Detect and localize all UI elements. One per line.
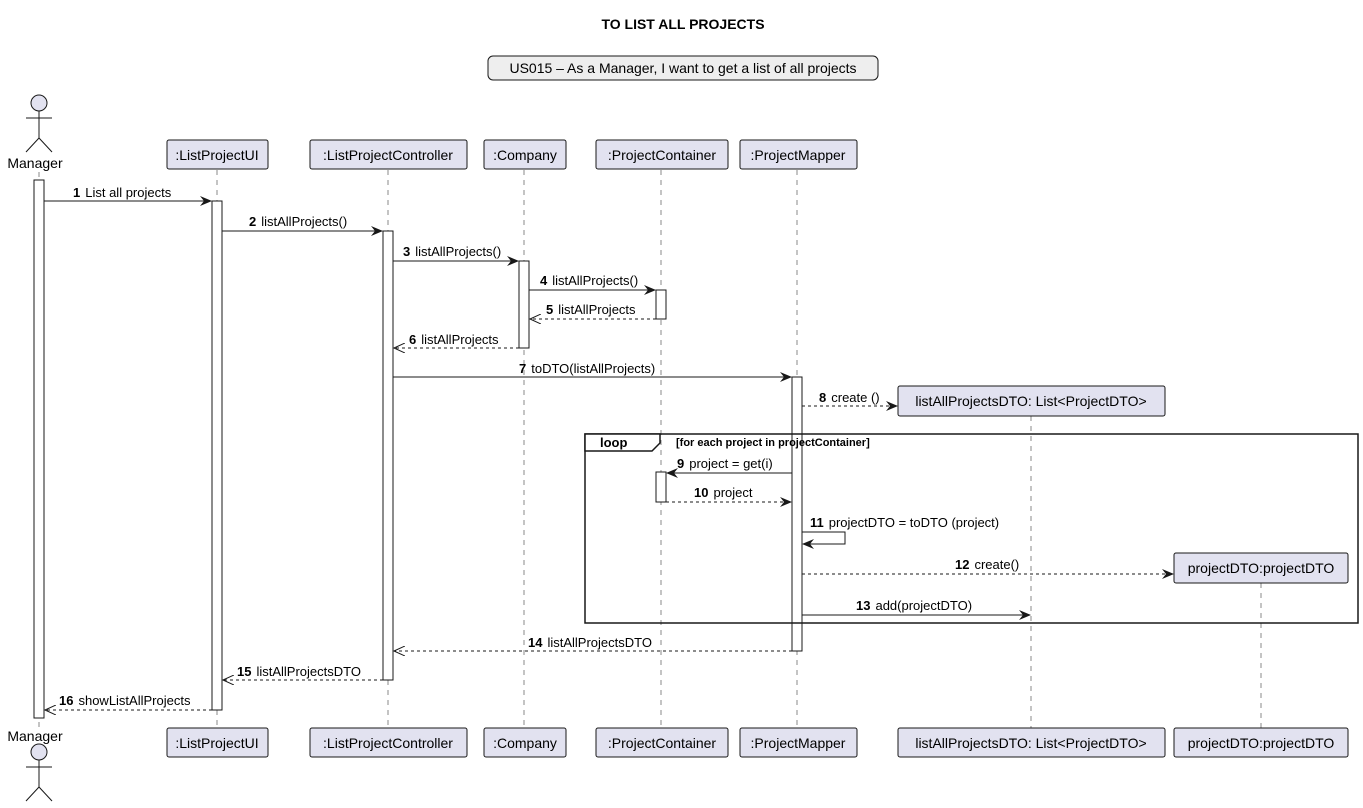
participant-label: projectDTO:projectDTO	[1188, 735, 1335, 751]
activation-projectmapper	[791, 376, 803, 652]
participant-box-listallprojectsdto	[897, 385, 1166, 417]
participant-box-listprojectui-bottom	[166, 727, 269, 758]
loop-keyword: loop	[600, 435, 627, 450]
note-box	[487, 55, 879, 81]
participant-label: :ProjectContainer	[608, 735, 717, 751]
activation-company	[518, 260, 530, 349]
actor-head-icon	[30, 94, 48, 112]
activation-listprojectcontroller	[382, 230, 394, 681]
participant-box-projectmapper-bottom	[739, 727, 858, 758]
activation-listprojectui	[211, 200, 223, 711]
actor-figure-top	[25, 94, 53, 153]
participant-label: listAllProjectsDTO: List<ProjectDTO>	[915, 735, 1146, 751]
actor-head-icon	[30, 743, 48, 761]
participant-box-listprojectcontroller-bottom	[309, 727, 468, 758]
message-arrow	[802, 531, 846, 549]
participant-box-projectcontainer	[595, 139, 729, 170]
participant-label: :ListProjectController	[323, 735, 453, 751]
participant-box-listprojectui	[166, 139, 269, 170]
diagram-title: TO LIST ALL PROJECTS	[601, 16, 764, 32]
participant-label: :Company	[493, 147, 557, 163]
participant-box-listallprojectsdto-bottom	[897, 727, 1166, 758]
actor-figure-bottom	[25, 743, 53, 802]
participant-label: :ProjectMapper	[751, 147, 846, 163]
activation-manager	[33, 179, 45, 719]
participant-box-company-bottom	[483, 727, 567, 758]
participant-box-listprojectcontroller	[309, 139, 468, 170]
participant-box-projectdto	[1173, 552, 1349, 584]
activations	[33, 179, 803, 719]
actor-label-bottom: Manager	[7, 728, 63, 744]
participant-box-projectmapper	[739, 139, 858, 170]
actor-label-top: Manager	[7, 155, 63, 171]
loop-frame	[584, 433, 1359, 624]
loop-tab	[584, 433, 661, 452]
note-text: US015 – As a Manager, I want to get a li…	[509, 60, 856, 76]
loop-guard: [for each project in projectContainer]	[676, 437, 870, 449]
participant-label: :Company	[493, 735, 557, 751]
participant-box-company	[483, 139, 567, 170]
participant-label: :ProjectMapper	[751, 735, 846, 751]
activation-projectcontainer-2	[655, 471, 667, 503]
participant-label: listAllProjectsDTO: List<ProjectDTO>	[915, 393, 1146, 409]
participant-label: projectDTO:projectDTO	[1188, 560, 1335, 576]
activation-projectcontainer-1	[655, 289, 667, 320]
participant-label: :ListProjectUI	[175, 147, 258, 163]
participant-box-projectcontainer-bottom	[595, 727, 729, 758]
participant-box-projectdto-bottom	[1173, 727, 1349, 758]
participant-label: :ListProjectUI	[175, 735, 258, 751]
participants-bottom: :ListProjectUI :ListProjectController :C…	[166, 727, 1349, 758]
participant-label: :ProjectContainer	[608, 147, 717, 163]
participants-top: :ListProjectUI :ListProjectController :C…	[166, 139, 1349, 584]
participant-label: :ListProjectController	[323, 147, 453, 163]
